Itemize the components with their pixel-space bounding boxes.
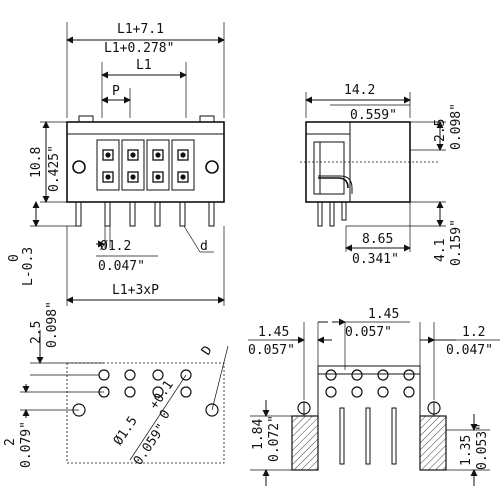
front-tol-bottom: L-0.3 <box>21 247 36 286</box>
side-pin-in: 0.341" <box>352 252 399 267</box>
pcb-top-in: 0.098" <box>45 301 60 348</box>
bottom-height-l-mm: 1.84 <box>251 419 266 450</box>
front-label-d: d <box>200 239 208 254</box>
bottom-left-in: 0.057" <box>248 343 295 358</box>
front-l1-dim: L1 <box>136 58 152 73</box>
pcb-hole-tol-zero: 0 <box>157 407 174 422</box>
bottom-mid-in: 0.057" <box>345 325 392 340</box>
left-flange-hole <box>72 160 86 174</box>
side-view: 14.2 0.559" 2.5 0.098" 4.1 0.159" 8.65 0… <box>300 83 464 267</box>
front-overall-dim-mm: L1+7.1 <box>117 22 164 37</box>
side-len-in: 0.159" <box>449 219 464 266</box>
pcb-top-mm: 2.5 <box>29 321 44 344</box>
bottom-left-mm: 1.45 <box>258 325 289 340</box>
pcb-holes <box>72 369 219 417</box>
front-pin-dia-mm: Ø1.2 <box>100 239 131 254</box>
side-top-mm: 2.5 <box>433 119 448 142</box>
side-width-mm: 14.2 <box>344 83 375 98</box>
side-len-mm: 4.1 <box>433 239 448 262</box>
bottom-height-r-mm: 1.35 <box>459 435 474 466</box>
pcb-hole-dia: Ø1.5 <box>111 414 141 448</box>
bottom-mid-mm: 1.45 <box>368 307 399 322</box>
right-flange-hole <box>205 160 219 174</box>
bottom-right-mm: 1.2 <box>462 325 485 340</box>
front-overall-dim-in: L1+0.278" <box>104 41 174 56</box>
front-bottom-dim: L1+3xP <box>112 283 159 298</box>
side-width-in: 0.559" <box>350 108 397 123</box>
side-pin-mm: 8.65 <box>362 232 393 247</box>
pcb-left-mm: 2 <box>3 438 18 446</box>
pins <box>75 201 215 227</box>
pcb-layout: 2.5 0.098" 2 0.079" Ø1.5 +0.1 0 0.059" D <box>3 301 229 468</box>
bottom-right-in: 0.047" <box>446 343 493 358</box>
front-tol-top: 0 <box>7 254 22 262</box>
pcb-label-d: D <box>199 343 216 358</box>
bottom-height-r-in: 0.053" <box>475 423 490 470</box>
front-pin-dia-in: 0.047" <box>98 259 145 274</box>
pcb-left-in: 0.079" <box>19 421 34 468</box>
bottom-holes <box>297 369 441 415</box>
contact-cavities <box>96 139 195 191</box>
front-view: L1+7.1 L1+0.278" L1 P <box>7 22 225 306</box>
bottom-view: 1.45 0.057" 1.45 0.057" 1.2 0.047" <box>248 307 500 486</box>
side-top-in: 0.098" <box>449 103 464 150</box>
front-height-in: 0.425" <box>47 145 62 192</box>
front-height-mm: 10.8 <box>29 147 44 178</box>
front-pitch-dim: P <box>112 84 120 99</box>
pcb-hole-tol-plus: +0.1 <box>147 378 177 412</box>
bottom-height-l-in: 0.072" <box>267 415 282 462</box>
